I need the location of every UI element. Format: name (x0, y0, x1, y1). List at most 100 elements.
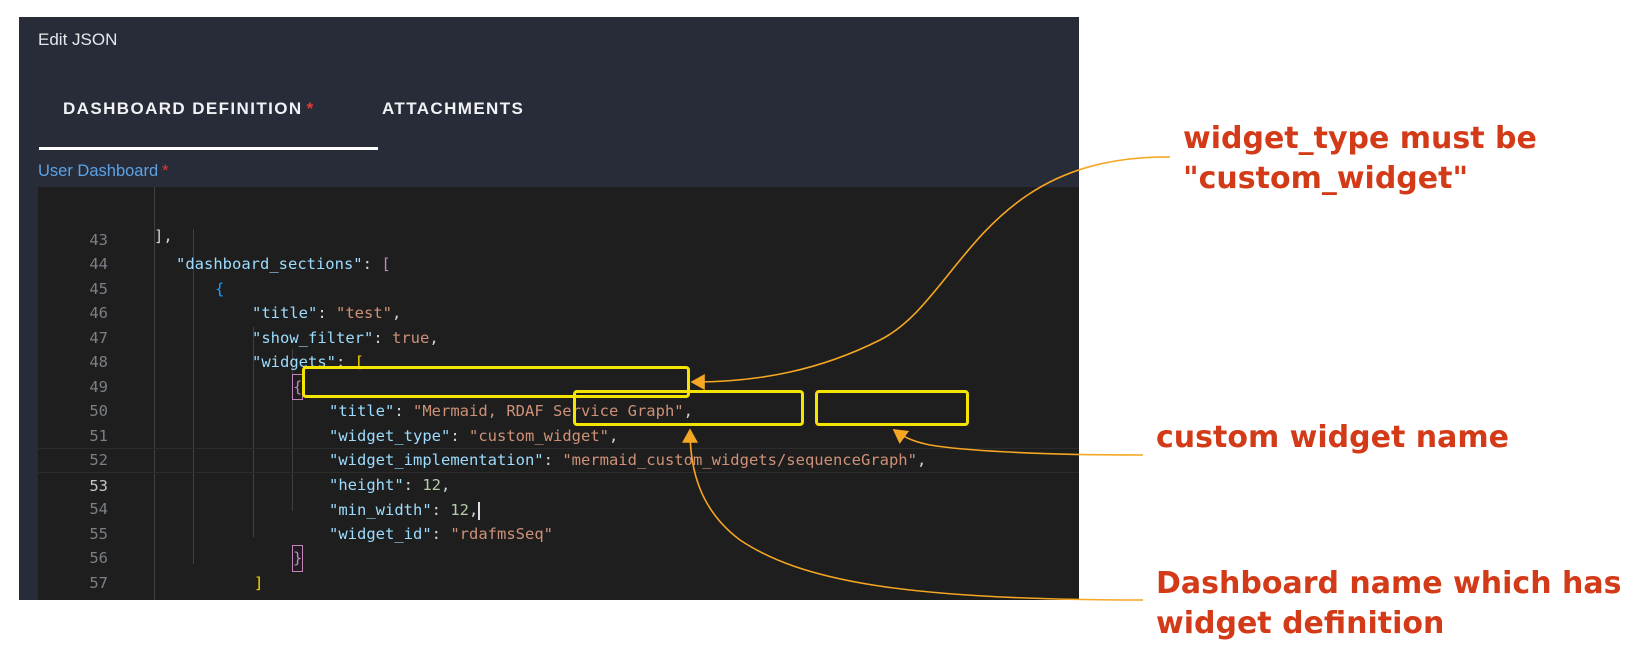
tab-attachments[interactable]: ATTACHMENTS (382, 87, 524, 131)
json-value: "custom_widget" (469, 426, 609, 445)
line-number: 46 (89, 304, 108, 322)
edit-json-dialog: Edit JSON DASHBOARD DEFINITION* ATTACHME… (19, 17, 1079, 600)
line-number: 47 (89, 328, 108, 347)
highlight-widget-type (302, 366, 690, 398)
code-text: "show_filter": true, (252, 326, 439, 351)
line-number: 52 (89, 451, 108, 469)
code-text: "widget_implementation": "mermaid_custom… (329, 448, 926, 473)
tab-bar: DASHBOARD DEFINITION* ATTACHMENTS (19, 87, 619, 157)
line-number: 51 (89, 426, 108, 445)
active-tab-indicator (39, 147, 378, 150)
json-key: "height" (329, 475, 404, 494)
indent-guide (154, 187, 155, 600)
json-value: "test" (336, 304, 392, 322)
line-number: 55 (89, 524, 108, 543)
line-number: 50 (89, 402, 108, 420)
json-comma: , (469, 501, 479, 519)
json-value: 12 (450, 501, 469, 519)
code-text: "title": "test", (252, 301, 401, 326)
json-separator: : (394, 402, 413, 420)
json-comma: , (441, 475, 451, 494)
annotation-line: widget definition (1156, 606, 1445, 641)
line-number: 48 (89, 353, 108, 371)
field-label-text: User Dashboard (38, 162, 159, 180)
indent-guide (193, 229, 194, 564)
annotation-widget-name: custom widget name (1156, 418, 1509, 458)
annotation-line: widget_type must be (1183, 121, 1537, 156)
line-number: 45 (89, 279, 108, 298)
json-key: "widget_implementation" (329, 451, 544, 469)
arrow-widget-type (690, 156, 1171, 390)
json-value: "Mermaid, RDAF Service Graph" (413, 402, 684, 420)
json-bracket: [ (354, 353, 365, 371)
json-separator: : (362, 255, 382, 273)
line-number: 56 (89, 549, 108, 567)
json-value: / (776, 451, 787, 469)
annotation-dashboard-name: Dashboard name which has widget definiti… (1156, 564, 1621, 644)
code-line: 49 "title": "Mermaid, RDAF Service Graph… (38, 350, 1079, 421)
json-value: "rdafmsSeq" (450, 524, 553, 543)
highlight-dashboard-name (573, 390, 804, 426)
json-key: "min_width" (329, 501, 432, 519)
code-text: "title": "Mermaid, RDAF Service Graph", (329, 399, 693, 424)
indent-guide (292, 349, 293, 511)
line-number: 53 (89, 476, 108, 495)
json-value: "mermaid_custom_widgets (562, 451, 777, 469)
json-separator: : (317, 304, 336, 322)
tab-label: DASHBOARD DEFINITION (63, 99, 303, 118)
code-line: 54 "widget_id": "rdafmsSeq" (38, 473, 1079, 543)
code-line: 56 ] (38, 522, 1079, 592)
code-line: 51 "widget_implementation": "mermaid_cus… (38, 399, 1079, 470)
field-label: User Dashboard* (38, 162, 169, 181)
line-number: 58 (38, 595, 108, 600)
json-key: "widget_type" (329, 426, 451, 445)
json-bracket: ] (254, 573, 264, 592)
code-text: "widget_id": "rdafmsSeq" (329, 522, 553, 547)
json-comma: , (392, 304, 402, 322)
json-key: "title" (329, 402, 395, 420)
json-separator: : (431, 501, 451, 519)
code-text: "dashboard_sections": [ (176, 252, 391, 277)
json-key: "dashboard_sections" (176, 255, 363, 273)
tab-dashboard-definition[interactable]: DASHBOARD DEFINITION* (41, 87, 361, 131)
tab-label: ATTACHMENTS (382, 99, 525, 118)
line-number: 43 (89, 230, 108, 249)
json-value: sequenceGraph" (786, 451, 917, 469)
json-code-editor[interactable]: ], 43 "dashboard_sections": [ 44 { 45 "t… (38, 187, 1079, 600)
line-number: 44 (89, 255, 108, 273)
code-line: 55 } (38, 497, 1079, 572)
code-text: "min_width": 12, (329, 498, 481, 523)
code-text: "widget_type": "custom_widget", (329, 424, 618, 449)
code-line: 50 "widget_type": "custom_widget", (38, 375, 1079, 445)
required-mark: * (162, 162, 169, 180)
dialog-title: Edit JSON (38, 30, 118, 49)
code-line: 52 "height": 12, (38, 424, 1079, 494)
annotation-line: "custom_widget" (1183, 161, 1469, 196)
code-line: 48 { (38, 326, 1079, 400)
annotation-widget-type: widget_type must be "custom_widget" (1183, 119, 1537, 199)
code-line: ], (38, 187, 1079, 245)
code-line: 58 ], (38, 571, 1079, 600)
json-separator: : (403, 475, 423, 494)
json-separator: : (431, 524, 451, 543)
json-bracket: } (291, 545, 304, 572)
code-line: 43 "dashboard_sections": [ (38, 203, 1079, 274)
code-line: 45 "title": "test", (38, 252, 1079, 323)
json-separator: : (373, 328, 392, 347)
json-value: 12 (422, 475, 441, 494)
annotation-line: custom widget name (1156, 420, 1509, 455)
line-number: 49 (89, 377, 108, 396)
json-key: "title" (252, 304, 318, 322)
json-key: "show_filter" (252, 328, 374, 347)
json-bracket: [ (381, 255, 391, 273)
code-line: 57 } (38, 546, 1079, 601)
json-comma: , (683, 402, 693, 420)
json-bracket: { (215, 279, 225, 298)
line-number: 54 (89, 500, 108, 518)
line-number: 57 (89, 573, 108, 592)
json-value: true (392, 328, 430, 347)
arrow-dashboard-name (682, 428, 1144, 601)
json-comma: , (429, 328, 439, 347)
code-line: 44 { (38, 228, 1079, 298)
code-fragment: ], (154, 227, 173, 245)
